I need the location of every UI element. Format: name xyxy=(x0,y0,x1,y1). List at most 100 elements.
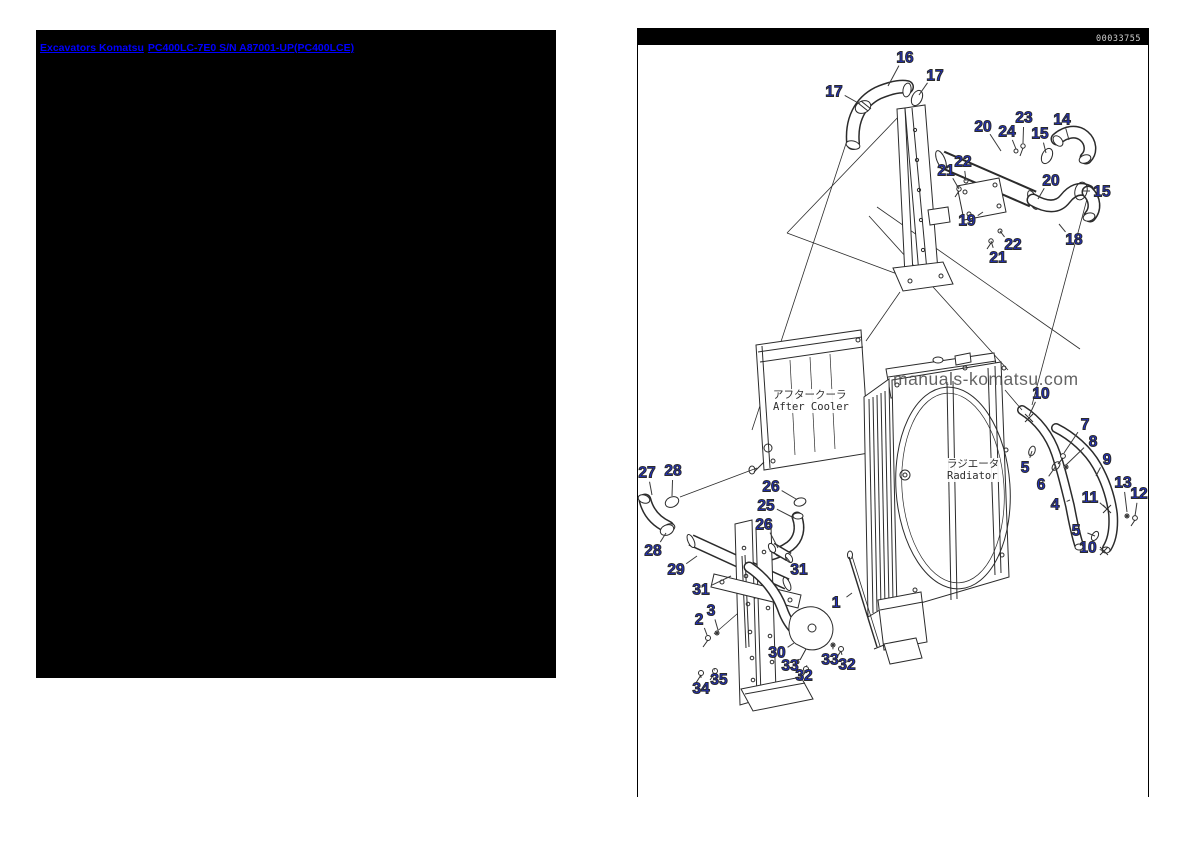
callout-22: 22 xyxy=(1004,237,1021,254)
callout-15: 15 xyxy=(1031,126,1049,143)
callout-17: 17 xyxy=(926,68,943,85)
callout-13: 13 xyxy=(1114,475,1132,492)
callout-leader-line xyxy=(797,659,800,660)
callout-2: 2 xyxy=(695,612,704,629)
callout-28: 28 xyxy=(644,543,662,560)
callout-31: 31 xyxy=(790,562,808,579)
callout-leader-line xyxy=(806,665,807,667)
sheet-top-bar: 00033755 xyxy=(637,28,1149,45)
callout-33: 33 xyxy=(821,652,839,669)
callout-30: 30 xyxy=(768,645,785,662)
callout-27: 27 xyxy=(638,465,655,482)
callout-leader-line xyxy=(845,95,860,104)
after-cooler-label-jp: アフタークーラ xyxy=(773,389,847,401)
callout-34: 34 xyxy=(692,681,710,698)
hose-25-drawing xyxy=(760,497,806,561)
callout-leader-line xyxy=(1043,143,1046,153)
callout-leader-line xyxy=(1030,451,1032,458)
pipe-and-hose-18-20-drawing xyxy=(933,149,1095,249)
callout-21: 21 xyxy=(937,163,955,180)
callout-20: 20 xyxy=(974,119,991,136)
callout-23: 23 xyxy=(1015,110,1033,127)
callout-7: 7 xyxy=(1081,417,1090,434)
radiator-label-en: Radiator xyxy=(947,470,998,482)
radiator-label-jp: ラジエータ xyxy=(947,458,1000,470)
callout-leader-line xyxy=(1125,492,1127,512)
callout-26: 26 xyxy=(755,517,773,534)
sheet-left-border xyxy=(637,28,638,797)
callout-21: 21 xyxy=(989,250,1007,267)
callout-25: 25 xyxy=(757,498,775,515)
breadcrumb-link-model[interactable]: PC400LC-7E0 S/N A87001-UP(PC400LCE) xyxy=(147,42,355,54)
callout-leader-line xyxy=(704,628,707,635)
breadcrumb-link-category[interactable]: Excavators Komatsu xyxy=(40,42,144,54)
callout-11: 11 xyxy=(1082,490,1099,507)
callout-leader-line xyxy=(1012,140,1016,149)
callout-5: 5 xyxy=(1021,460,1030,477)
callout-leader-line xyxy=(919,83,928,95)
callout-leader-line xyxy=(953,178,959,189)
callout-19: 19 xyxy=(958,213,976,230)
callout-leader-line xyxy=(1023,127,1024,143)
callout-leader-line xyxy=(1000,231,1005,237)
callout-leader-line xyxy=(1064,432,1078,453)
callout-leader-line xyxy=(712,576,731,585)
callout-leader-line xyxy=(672,480,673,496)
callout-leader-line xyxy=(1135,503,1137,516)
callout-10: 10 xyxy=(1079,540,1096,557)
callout-9: 9 xyxy=(1103,452,1112,469)
callout-leader-line xyxy=(1096,467,1100,476)
callout-6: 6 xyxy=(1037,477,1046,494)
callout-leader-line xyxy=(782,491,796,499)
callout-leader-line xyxy=(777,509,794,518)
callout-leader-line xyxy=(770,533,778,548)
callout-leader-line xyxy=(888,66,899,86)
callout-leader-line xyxy=(846,593,852,597)
callout-24: 24 xyxy=(998,124,1016,141)
callout-leader-line xyxy=(1066,448,1084,465)
callout-35: 35 xyxy=(710,672,728,689)
callout-leader-line xyxy=(1100,503,1107,509)
callout-33: 33 xyxy=(781,658,799,675)
callout-22: 22 xyxy=(954,154,971,171)
lower-bracket-drawing xyxy=(685,520,884,711)
callout-leader-line xyxy=(991,241,993,248)
callout-1: 1 xyxy=(832,595,841,612)
callout-leader-line xyxy=(686,556,697,564)
callout-16: 16 xyxy=(896,50,914,67)
callout-leader-line xyxy=(660,533,666,542)
callout-31: 31 xyxy=(692,582,710,599)
callout-leader-line xyxy=(650,482,652,495)
callout-5: 5 xyxy=(1072,523,1081,540)
callout-leader-line xyxy=(786,557,790,562)
elbow-27-drawing xyxy=(637,493,680,537)
callout-14: 14 xyxy=(1053,112,1071,129)
callout-leader-line xyxy=(788,643,794,647)
callout-leader-line xyxy=(841,651,842,655)
callout-leader-line xyxy=(715,619,718,630)
callout-leader-line xyxy=(1067,500,1070,501)
callout-3: 3 xyxy=(707,603,716,620)
callout-leader-line xyxy=(1029,402,1035,416)
callout-10: 10 xyxy=(1032,386,1049,403)
callout-18: 18 xyxy=(1065,232,1083,249)
sheet-right-border xyxy=(1148,28,1149,797)
callout-leader-line xyxy=(1059,224,1066,232)
after-cooler-label-en: After Cooler xyxy=(773,401,849,413)
callout-28: 28 xyxy=(664,463,682,480)
callout-leader-line xyxy=(1049,466,1056,476)
callout-leader-line xyxy=(978,212,983,216)
callout-leader-line xyxy=(1087,533,1095,536)
callout-26: 26 xyxy=(762,479,780,496)
callout-29: 29 xyxy=(667,562,685,579)
right-hoses-drawing xyxy=(1005,390,1137,555)
callout-leader-line xyxy=(990,134,1001,151)
callout-17: 17 xyxy=(825,84,842,101)
